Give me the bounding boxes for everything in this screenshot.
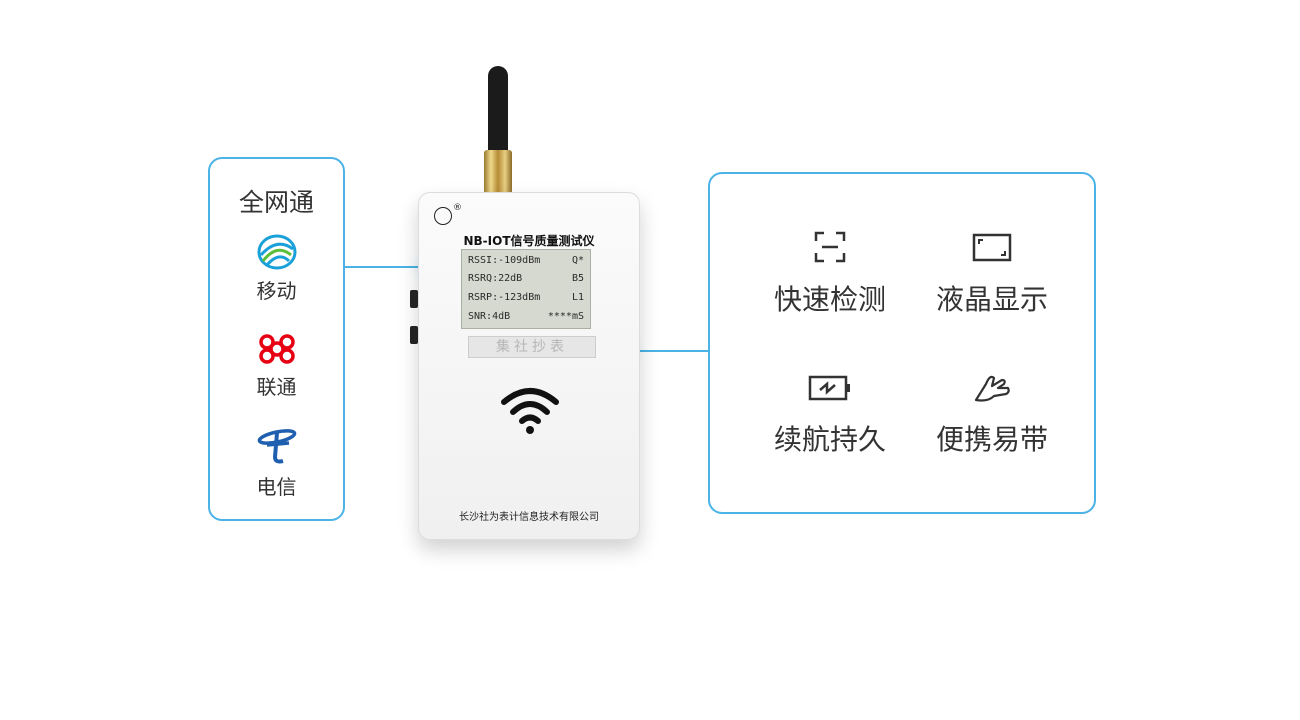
lcd-value: RSRP:-123dBm xyxy=(468,292,541,303)
feature-fast-detect: 快速检测 xyxy=(750,230,910,318)
antenna xyxy=(488,66,508,158)
antenna-connector xyxy=(484,150,512,194)
lcd-row: RSSI:-109dBm Q* xyxy=(468,255,584,269)
carrier-item-unicom: 联通 xyxy=(210,331,343,400)
device-title: NB-IOT信号质量测试仪 xyxy=(463,234,595,248)
china-telecom-logo-icon xyxy=(257,429,296,464)
lcd-status: ****mS xyxy=(547,311,584,322)
feature-label: 液晶显示 xyxy=(935,283,1048,316)
carrier-item-mobile: 移动 xyxy=(210,233,343,304)
device-company: 长沙社为表计信息技术有限公司 xyxy=(459,512,599,523)
lcd-row: RSRQ:22dB B5 xyxy=(468,273,584,287)
registered-mark-icon: ® xyxy=(453,203,462,213)
battery-charging-icon xyxy=(808,375,850,401)
china-mobile-logo-icon xyxy=(257,234,296,270)
screen-frame-icon xyxy=(972,233,1012,262)
lcd-value: SNR:4dB xyxy=(468,311,511,322)
feature-label: 快速检测 xyxy=(773,283,886,316)
lcd-status: B5 xyxy=(571,273,584,284)
connector-line-left xyxy=(345,266,433,268)
lcd-value: RSRQ:22dB xyxy=(468,273,523,284)
feature-panel: 快速检测 液晶显示 续航持久 便携易带 xyxy=(708,172,1096,514)
connector-line-right xyxy=(620,350,708,352)
carrier-label: 联通 xyxy=(256,375,297,399)
watermark: 集社抄表 xyxy=(468,336,596,358)
lcd-row: SNR:4dB ****mS xyxy=(468,311,584,325)
lcd-value: RSSI:-109dBm xyxy=(468,255,541,266)
feature-long-battery: 续航持久 xyxy=(750,370,910,458)
lcd-row: RSRP:-123dBm L1 xyxy=(468,292,584,306)
carrier-label: 移动 xyxy=(256,279,297,303)
hand-icon xyxy=(974,375,1010,402)
device-logo-icon xyxy=(434,207,452,225)
feature-label: 便携易带 xyxy=(935,423,1048,456)
side-button-top xyxy=(410,290,418,308)
side-button-bottom xyxy=(410,326,418,344)
lcd-status: Q* xyxy=(571,255,584,266)
feature-lcd-display: 液晶显示 xyxy=(912,230,1072,318)
carrier-panel: 全网通 移动 联通 电信 xyxy=(208,157,345,521)
wifi-icon xyxy=(501,388,559,434)
china-unicom-logo-icon xyxy=(258,334,295,364)
carrier-label: 电信 xyxy=(256,475,297,499)
scan-frame-icon xyxy=(814,231,846,263)
lcd-status: L1 xyxy=(571,292,584,303)
feature-label: 续航持久 xyxy=(773,423,886,456)
carrier-panel-title: 全网通 xyxy=(238,188,314,217)
feature-portable: 便携易带 xyxy=(912,370,1072,458)
carrier-item-telecom: 电信 xyxy=(210,427,343,500)
lcd-screen: RSSI:-109dBm Q* RSRQ:22dB B5 RSRP:-123dB… xyxy=(461,249,591,329)
